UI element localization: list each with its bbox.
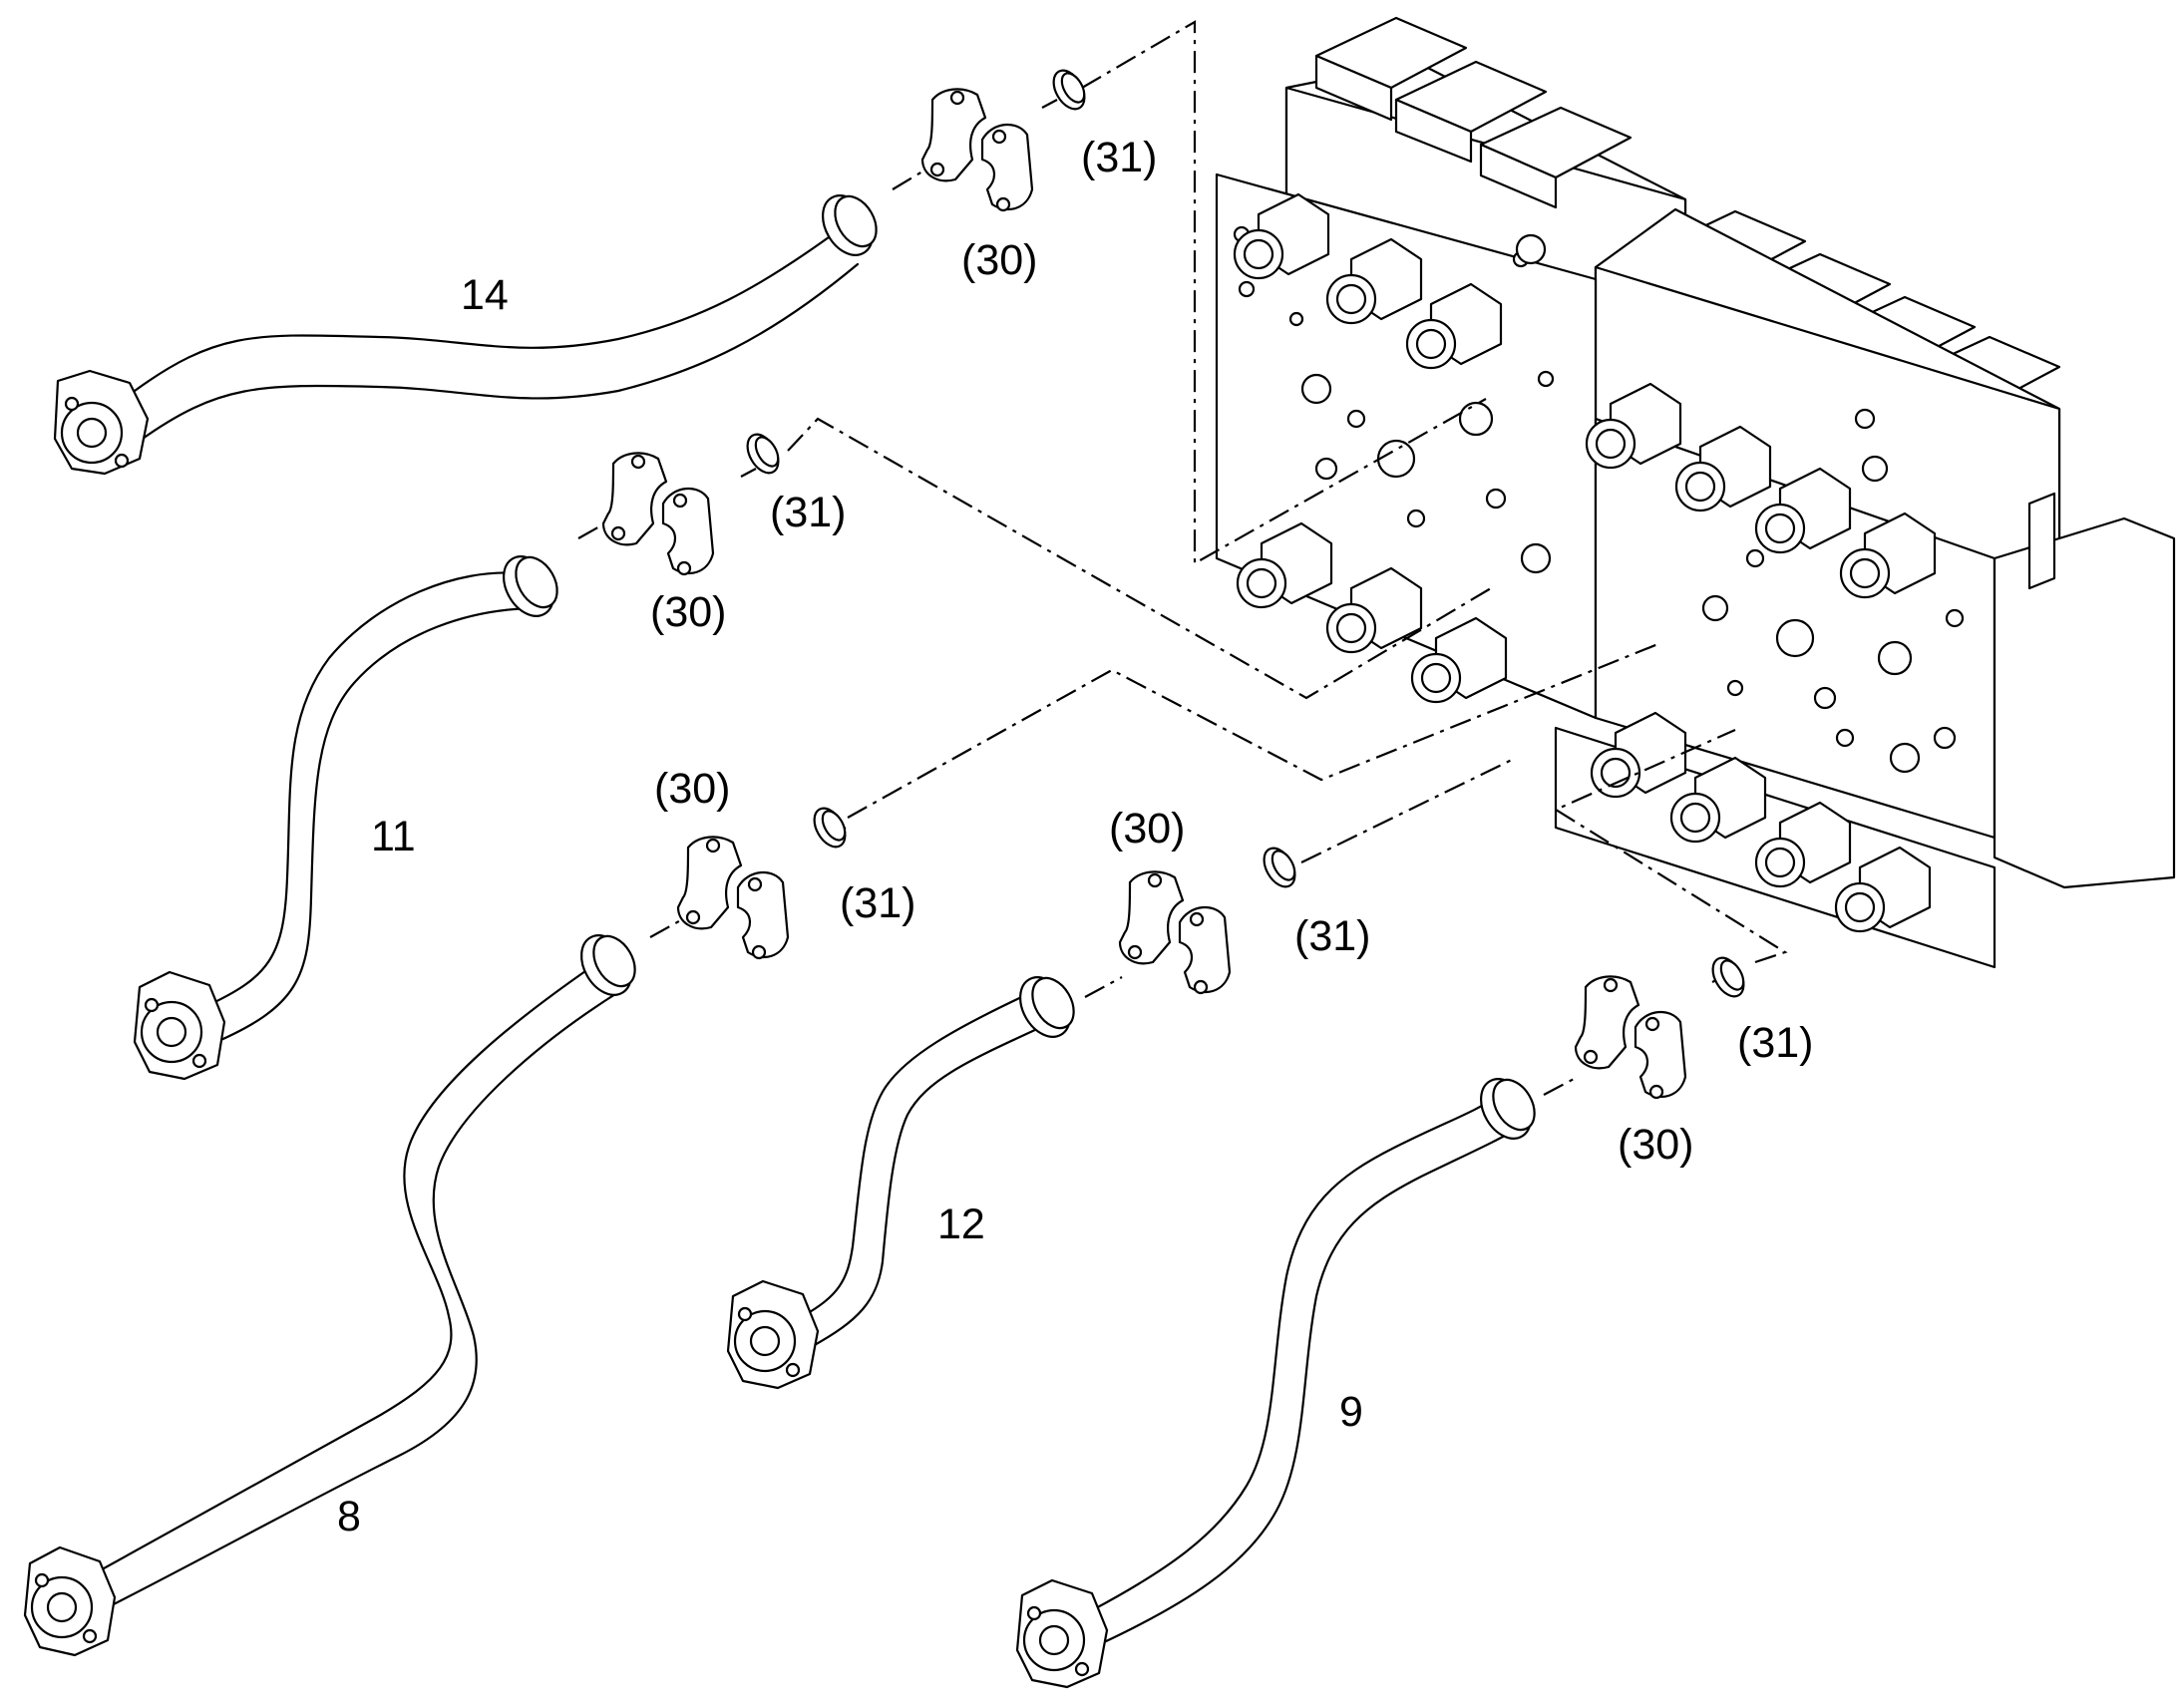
- label-ring-c: (31): [840, 879, 915, 927]
- o-ring-a: [1052, 69, 1086, 111]
- pipe-8: [23, 934, 636, 1657]
- label-ring-d: (31): [1294, 912, 1370, 960]
- label-pipe-8: 8: [337, 1493, 361, 1540]
- o-ring-c: [813, 807, 847, 849]
- pipe-11-fitting: [503, 555, 558, 617]
- pipe-9-fitting: [1480, 1078, 1536, 1140]
- callout-labels: 14 11 8 12 9 (30) (31) (30) (31) (30) (3…: [337, 134, 1813, 1540]
- o-ring-e: [1711, 956, 1745, 998]
- label-ring-e: (31): [1737, 1019, 1813, 1067]
- pipe-8-fitting: [580, 934, 636, 996]
- pipe-8-flange: [23, 1545, 117, 1657]
- o-ring-d: [1263, 847, 1296, 888]
- label-ring-b: (31): [770, 489, 846, 536]
- label-clamp-c: (30): [654, 765, 730, 813]
- split-flange-clamp-c: [676, 836, 790, 960]
- label-pipe-11: 11: [371, 813, 416, 860]
- label-clamp-b: (30): [650, 588, 726, 636]
- split-flange-clamp-b: [601, 452, 715, 576]
- pipe-11-flange: [133, 970, 226, 1081]
- pipe-9: [1015, 1078, 1536, 1689]
- split-flange-clamp-d: [1118, 870, 1232, 995]
- pipe-11: [133, 555, 558, 1081]
- label-pipe-12: 12: [937, 1200, 985, 1248]
- label-pipe-14: 14: [461, 271, 509, 319]
- pipe-9-flange: [1015, 1578, 1109, 1689]
- assembly-leader-lines: [577, 20, 1788, 1096]
- pipe-14-fitting: [822, 194, 878, 256]
- pipe-14-flange: [53, 369, 150, 476]
- pipe-12-fitting: [1019, 976, 1075, 1038]
- pipe-12: [726, 976, 1075, 1390]
- pipe-14: [53, 194, 878, 476]
- label-clamp-a: (30): [961, 236, 1037, 284]
- solenoid-coils: [1233, 192, 1937, 933]
- o-ring-b: [746, 433, 780, 475]
- control-valve-block: [1215, 16, 2176, 969]
- label-clamp-d: (30): [1109, 805, 1185, 853]
- label-clamp-e: (30): [1618, 1121, 1693, 1169]
- pipe-12-flange: [726, 1279, 820, 1390]
- label-ring-a: (31): [1081, 134, 1157, 181]
- split-flange-clamp-a: [920, 88, 1034, 212]
- split-flange-clamp-e: [1574, 975, 1687, 1100]
- port-holes: [1233, 225, 1965, 774]
- label-pipe-9: 9: [1339, 1388, 1363, 1436]
